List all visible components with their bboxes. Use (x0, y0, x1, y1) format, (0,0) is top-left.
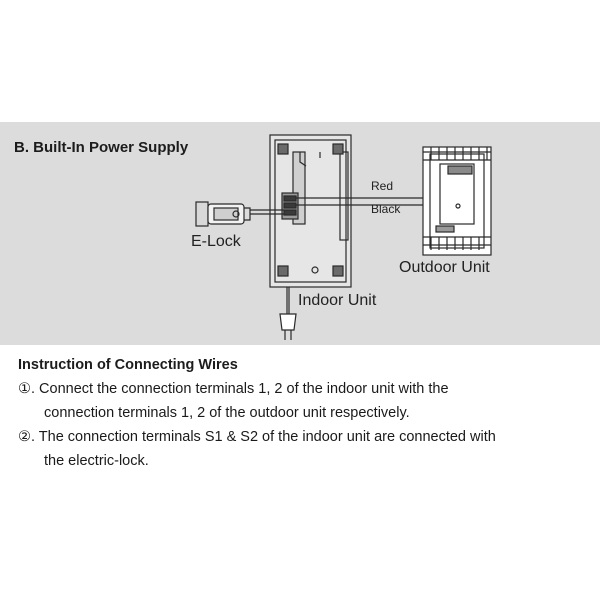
instruction-item-2: ②. The connection terminals S1 & S2 of t… (18, 425, 598, 473)
outdoor-unit-drawing (422, 146, 492, 256)
instructions-title: Instruction of Connecting Wires (18, 357, 238, 373)
power-plug-drawing (279, 287, 297, 340)
red-wire-label: Red (371, 179, 394, 193)
instructions-section: Instruction of Connecting Wires ①. Conne… (18, 357, 598, 473)
instruction-item-1: ①. Connect the connection terminals 1, 2… (18, 377, 598, 425)
wiring-diagram-panel: B. Built-In Power Supply Red Black E-Loc… (0, 122, 600, 345)
black-wire-label: Black (371, 202, 401, 216)
indoor-unit-label: Indoor Unit (298, 292, 377, 309)
indoor-unit-drawing (269, 134, 352, 288)
instruction-2-line-2: the electric-lock. (44, 453, 149, 469)
wiring-diagram (195, 134, 492, 340)
instruction-2-line-1: ②. The connection terminals S1 & S2 of t… (18, 429, 496, 445)
instruction-1-line-1: ①. Connect the connection terminals 1, 2… (18, 381, 449, 397)
elock-drawing (195, 201, 251, 227)
elock-label: E-Lock (191, 233, 241, 250)
instruction-1-line-2: connection terminals 1, 2 of the outdoor… (44, 405, 410, 421)
outdoor-unit-label: Outdoor Unit (399, 259, 490, 276)
section-title: B. Built-In Power Supply (14, 139, 189, 156)
